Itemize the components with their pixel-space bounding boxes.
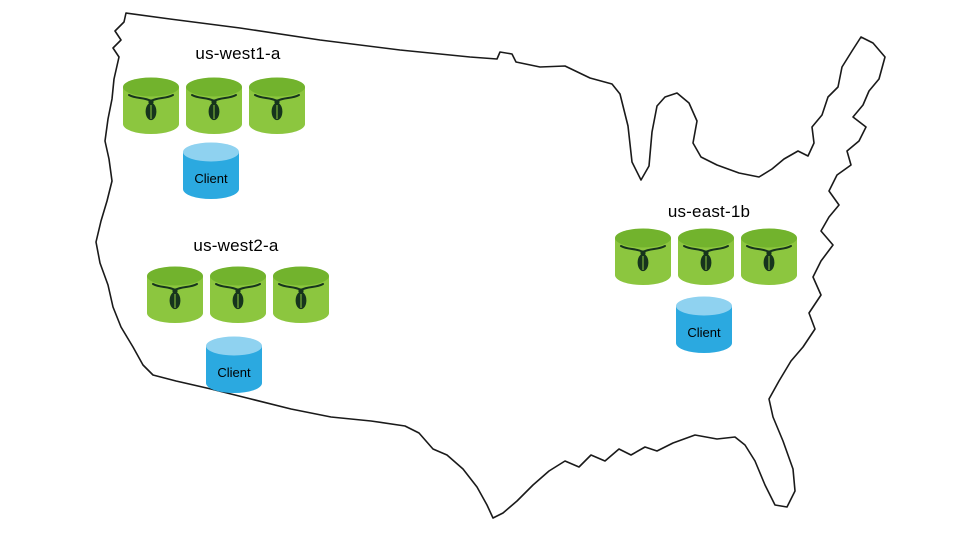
- db-node: [740, 228, 798, 285]
- region-label: us-west1-a: [195, 44, 281, 63]
- client-label: Client: [687, 325, 721, 340]
- db-node: [185, 77, 243, 134]
- db-node: [272, 266, 330, 323]
- client-node: Client: [182, 142, 240, 199]
- node-row: [614, 228, 798, 285]
- db-node: [614, 228, 672, 285]
- client-label: Client: [194, 171, 228, 186]
- region-label: us-west2-a: [193, 236, 279, 255]
- node-row: [122, 77, 306, 134]
- db-node: [209, 266, 267, 323]
- client-node: Client: [205, 336, 263, 393]
- region-label: us-east-1b: [667, 202, 751, 221]
- node-row: [146, 266, 330, 323]
- db-node: [248, 77, 306, 134]
- db-node: [677, 228, 735, 285]
- db-node: [146, 266, 204, 323]
- db-node: [122, 77, 180, 134]
- us-map-path: [95, 12, 886, 519]
- client-label: Client: [217, 365, 251, 380]
- client-node: Client: [675, 296, 733, 353]
